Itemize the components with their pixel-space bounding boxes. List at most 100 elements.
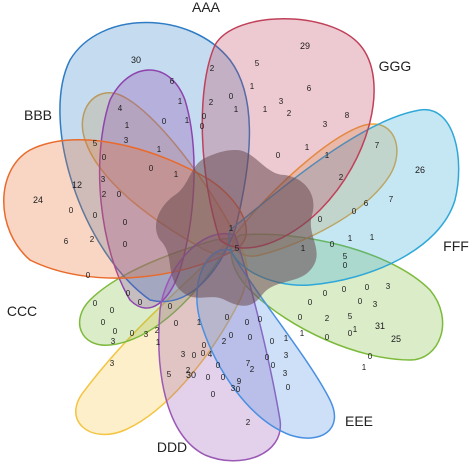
region-count-17: 3 <box>323 120 328 129</box>
region-count-116: 1 <box>229 224 234 233</box>
region-count-52: 6 <box>364 199 369 208</box>
region-count-120: 0 <box>201 349 206 358</box>
set-label-ccc: CCC <box>7 303 37 319</box>
region-count-47: 0 <box>138 298 143 307</box>
region-count-71: 0 <box>308 298 313 307</box>
region-count-36: 1 <box>174 170 179 179</box>
region-count-91: 0 <box>168 302 173 311</box>
region-count-24: 3 <box>124 136 129 145</box>
region-count-70: 0 <box>325 333 330 342</box>
set-label-eee: EEE <box>345 413 373 429</box>
region-count-35: 6 <box>64 237 69 246</box>
region-count-89: 3 <box>111 337 116 346</box>
region-count-64: 3 <box>373 300 378 309</box>
region-count-86: 1 <box>156 338 161 347</box>
region-count-90: 0 <box>101 318 106 327</box>
region-count-2: 6 <box>170 77 175 86</box>
region-count-16: 7 <box>375 141 380 150</box>
region-count-27: 5 <box>93 139 98 148</box>
region-count-101: 3 <box>110 359 115 368</box>
region-count-85: 3 <box>181 350 186 359</box>
region-count-97: 0 <box>221 373 226 382</box>
region-count-88: 0 <box>130 329 135 338</box>
region-count-106: 25 <box>391 334 401 344</box>
region-count-119: 0 <box>229 331 234 340</box>
region-count-19: 7 <box>389 195 394 204</box>
region-count-77: 0 <box>248 333 253 342</box>
region-count-104: 7 <box>246 359 251 368</box>
region-count-7: 0 <box>229 92 234 101</box>
region-count-72: 0 <box>298 313 303 322</box>
region-count-82: 9 <box>237 377 242 386</box>
region-count-73: 1 <box>300 329 305 338</box>
region-count-28: 3 <box>101 175 106 184</box>
region-count-110: 1 <box>362 363 367 372</box>
region-count-113: 2 <box>246 418 251 427</box>
set-label-fff: FFF <box>443 238 469 254</box>
region-count-59: 1 <box>370 233 375 242</box>
region-count-26: 1 <box>125 121 130 130</box>
region-count-109: 0 <box>368 352 373 361</box>
region-count-45: 0 <box>110 306 115 315</box>
region-count-12: 1 <box>263 105 268 114</box>
region-count-20: 0 <box>202 112 207 121</box>
region-count-54: 0 <box>318 215 323 224</box>
region-count-9: 2 <box>209 98 214 107</box>
region-count-18: 26 <box>415 165 425 175</box>
region-count-67: 0 <box>348 329 353 338</box>
region-count-23: 0 <box>162 117 167 126</box>
region-count-0: 30 <box>131 55 141 65</box>
region-count-62: 0 <box>342 285 347 294</box>
region-count-25: 0 <box>102 153 107 162</box>
region-count-44: 0 <box>126 289 131 298</box>
region-count-51: 2 <box>339 173 344 182</box>
region-count-69: 2 <box>325 314 330 323</box>
region-count-92: 0 <box>174 319 179 328</box>
region-count-31: 12 <box>72 180 82 190</box>
region-count-57: 0 <box>330 240 335 249</box>
region-count-84: 0 <box>216 361 221 370</box>
region-count-33: 2 <box>102 190 107 199</box>
region-count-38: 0 <box>93 211 98 220</box>
region-count-115: 0 <box>192 351 197 360</box>
set-labels: AAA BBB CCC DDD EEE FFF GGG <box>7 0 469 455</box>
region-count-39: 0 <box>123 218 128 227</box>
region-count-40: 2 <box>90 235 95 244</box>
region-count-117: 5 <box>235 244 240 253</box>
region-count-81: 2 <box>250 365 255 374</box>
region-count-83: 4 <box>208 350 213 359</box>
set-label-ggg: GGG <box>379 58 412 74</box>
region-count-1: 29 <box>300 41 310 51</box>
region-count-56: 5 <box>343 252 348 261</box>
region-count-10: 3 <box>279 97 284 106</box>
region-count-46: 0 <box>113 327 118 336</box>
region-count-111: 3 <box>283 369 288 378</box>
region-count-11: 1 <box>234 105 239 114</box>
region-count-66: 31 <box>375 321 385 331</box>
region-count-98: 3 <box>231 384 236 393</box>
region-count-29: 0 <box>117 190 122 199</box>
region-count-37: 0 <box>149 164 154 173</box>
region-count-14: 6 <box>307 84 312 93</box>
region-count-100: 5 <box>167 370 172 379</box>
region-count-95: 2 <box>186 366 191 375</box>
region-count-121: 3 <box>144 330 149 339</box>
region-count-108: 1 <box>353 325 358 334</box>
region-count-99: 0 <box>211 390 216 399</box>
region-count-102: 2 <box>222 337 227 346</box>
center-region <box>155 150 317 306</box>
region-count-78: 0 <box>265 353 270 362</box>
set-label-aaa: AAA <box>192 0 221 15</box>
region-count-93: 1 <box>197 318 202 327</box>
region-count-63: 3 <box>386 282 391 291</box>
set-label-bbb: BBB <box>24 107 52 123</box>
region-count-58: 1 <box>301 244 306 253</box>
region-count-41: 0 <box>123 240 128 249</box>
region-count-4: 5 <box>255 59 260 68</box>
region-count-6: 1 <box>250 82 255 91</box>
region-count-48: 1 <box>325 151 330 160</box>
region-count-61: 0 <box>365 283 370 292</box>
region-count-3: 2 <box>210 64 215 73</box>
region-count-43: 0 <box>93 299 98 308</box>
